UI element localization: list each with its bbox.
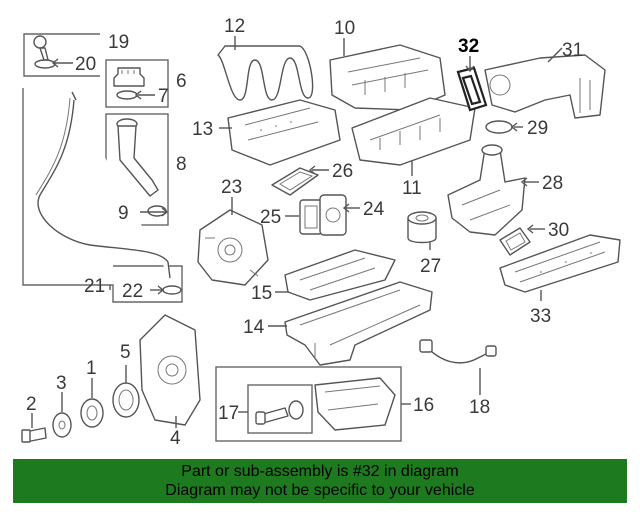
info-banner: Part or sub-assembly is #32 in diagram D… (13, 459, 627, 503)
part-17-drain-plug[interactable] (255, 407, 289, 425)
part-27-oil-filter[interactable] (407, 211, 437, 244)
part-2-bolt[interactable] (21, 427, 47, 443)
part-6-oil-cap[interactable] (113, 67, 145, 87)
callout-8: 8 (176, 154, 187, 175)
part-16-oil-pan-lower[interactable] (314, 377, 396, 431)
callout-labels: 19 20 6 7 8 9 21 22 12 10 13 11 32 31 29… (26, 16, 583, 449)
callout-30: 30 (548, 220, 569, 241)
callout-15: 15 (251, 283, 272, 304)
callout-24: 24 (363, 199, 385, 220)
callout-26: 26 (332, 161, 353, 182)
group-frame-17-bolt (247, 384, 313, 434)
callout-22: 22 (122, 281, 143, 302)
group-frame-19-20 (23, 33, 100, 77)
part-4-timing-cover[interactable] (139, 314, 201, 426)
callout-5: 5 (120, 342, 131, 363)
callout-21: 21 (84, 276, 105, 297)
callout-25: 25 (260, 207, 281, 228)
part-7-cap-seal[interactable] (116, 90, 138, 100)
callout-20: 20 (75, 54, 96, 75)
callout-16: 16 (413, 395, 434, 416)
leader-lines (31, 36, 563, 428)
part-18-sensor[interactable] (419, 339, 497, 364)
part-24-housing[interactable] (319, 194, 347, 236)
callout-27: 27 (420, 256, 441, 277)
callout-4: 4 (170, 428, 181, 449)
part-8-fill-tube[interactable] (116, 118, 159, 197)
banner-line-2: Diagram may not be specific to your vehi… (165, 482, 475, 499)
callout-13: 13 (192, 119, 213, 140)
callout-33: 33 (530, 306, 551, 327)
callout-31: 31 (562, 40, 583, 61)
part-13-valve-cover-left[interactable] (227, 99, 341, 166)
part-17-drain-washer[interactable] (288, 400, 304, 420)
part-21-dipstick-tube[interactable] (35, 91, 171, 279)
group-frame-6-7 (105, 59, 169, 108)
callout-18: 18 (469, 397, 490, 418)
callout-3: 3 (56, 373, 67, 394)
banner-line-1: Part or sub-assembly is #32 in diagram (181, 463, 459, 480)
callout-29: 29 (527, 118, 548, 139)
part-29-seal-ring[interactable] (485, 120, 513, 134)
part-20-o-ring[interactable] (34, 59, 56, 69)
part-30-gasket[interactable] (499, 227, 531, 256)
part-1-crank-sprocket[interactable] (80, 398, 104, 428)
part-25-gasket[interactable] (299, 199, 323, 235)
parts-diagram: 19 20 6 7 8 9 21 22 12 10 13 11 32 31 29… (21, 16, 621, 449)
callout-2: 2 (26, 394, 37, 415)
part-10-intake-manifold[interactable] (329, 44, 446, 111)
callout-1: 1 (86, 358, 97, 379)
part-11-exhaust-manifold[interactable] (351, 97, 476, 166)
callout-10: 10 (334, 18, 355, 39)
callout-19: 19 (108, 32, 129, 53)
callout-9: 9 (118, 203, 129, 224)
part-3-washer[interactable] (52, 412, 72, 438)
callout-17: 17 (218, 403, 239, 424)
part-14-oil-pan-upper[interactable] (284, 281, 433, 366)
callout-14: 14 (243, 317, 265, 338)
group-frame-21-22 (22, 88, 183, 303)
part-26-gasket[interactable] (271, 167, 319, 196)
callout-28: 28 (542, 173, 563, 194)
part-19-dipstick-handle[interactable] (33, 35, 49, 61)
callout-32-highlighted: 32 (458, 36, 479, 57)
part-23-water-pump[interactable] (197, 209, 269, 286)
callout-11: 11 (402, 178, 422, 199)
part-5-crank-seal[interactable] (112, 382, 140, 418)
part-32-gasket-highlighted[interactable] (456, 66, 488, 112)
part-22-tube-seal[interactable] (162, 285, 182, 295)
callout-6: 6 (176, 71, 187, 92)
part-28-adapter-housing[interactable] (447, 144, 526, 236)
part-12-valve-cover-gasket[interactable] (217, 45, 314, 101)
callout-7: 7 (158, 86, 169, 107)
part-31-crossover-pipe[interactable] (484, 54, 606, 119)
callout-23: 23 (221, 177, 242, 198)
callout-12: 12 (224, 16, 245, 37)
part-33-valve-cover-right[interactable] (499, 234, 621, 293)
